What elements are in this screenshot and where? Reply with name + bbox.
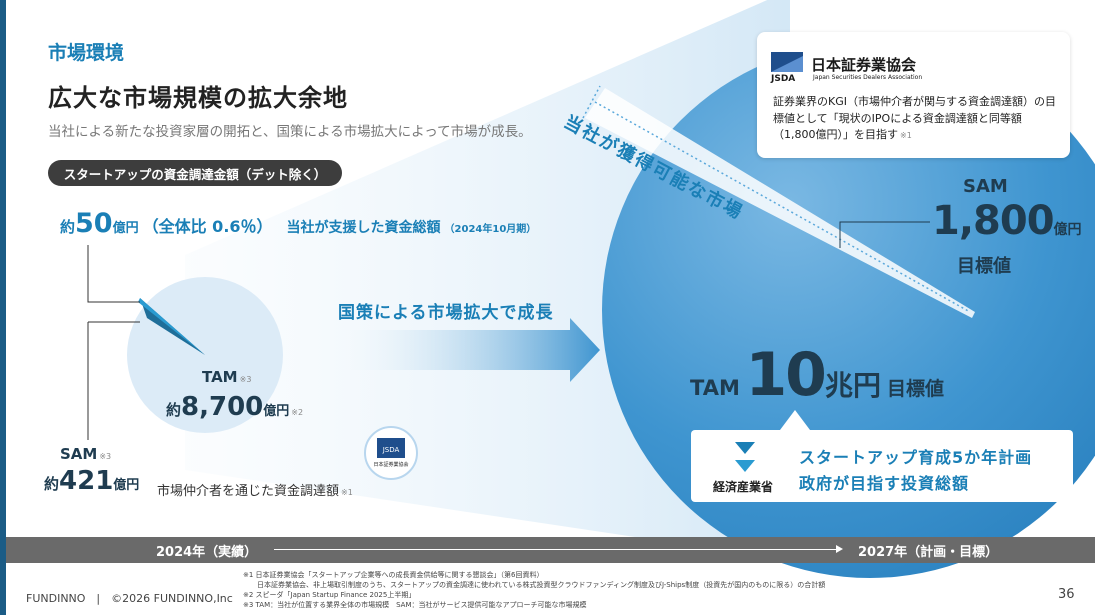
supported-share: （全体比 0.6％）	[142, 217, 273, 236]
sam-left-unit: 億円	[113, 478, 140, 493]
page-number: 36	[1058, 587, 1075, 602]
tam-left-label-text: TAM	[202, 368, 238, 386]
supported-amount: 約50億円（全体比 0.6％） 当社が支援した資金総額（2024年10月期）	[60, 208, 536, 239]
tam-right-unit: 兆円	[824, 369, 881, 402]
meti-logo-icon	[735, 442, 755, 472]
tam-left-unit: 億円	[263, 404, 290, 419]
sam-left-label: SAM※3	[60, 445, 111, 463]
jsda-note: ※1	[900, 131, 912, 140]
jsda-text: 証券業界のKGI（市場仲介者が関与する資金調達額）の目標値として「現状のIPOに…	[773, 94, 1063, 144]
svg-text:JSDA: JSDA	[382, 446, 400, 454]
timeline-arrow	[274, 549, 840, 550]
jsda-card: JSDA 日本証券業協会 Japan Securities Dealers As…	[757, 32, 1070, 158]
timeline-start: 2024年（実績）	[156, 545, 258, 560]
jsda-logo-icon	[771, 52, 803, 72]
tam-left-value: 約8,700億円※2	[166, 392, 303, 422]
footer-note: ※3 TAM：当社が位置する業界全体の市場規模 SAM：当社がサービス提供可能な…	[243, 601, 587, 610]
sam-left-prefix: 約	[44, 475, 60, 493]
tam-right-value: TAM 10兆円目標値	[690, 340, 944, 410]
tam-right-number: 10	[745, 340, 826, 410]
obtainable-market-beam	[585, 88, 975, 318]
timeline-end: 2027年（計画・目標）	[858, 545, 999, 560]
tam-left-note: ※3	[239, 375, 252, 384]
section-label: 市場環境	[48, 42, 125, 64]
meti-line2: 政府が目指す投資総額	[799, 474, 970, 493]
footer-note: 日本証券業協会、非上場取引制度のうち、スタートアップの資金調達に使われている株式…	[243, 581, 826, 590]
sam-left-description-text: 市場仲介者を通じた資金調達額	[157, 484, 340, 499]
footer-brand: FUNDINNO | ©2026 FUNDINNO,Inc	[26, 592, 233, 605]
footer-note: ※1 日本証券業協会「スタートアップ企業等への成長資金供給等に関する懇談会」（第…	[243, 571, 544, 579]
sam-right-label: SAM	[963, 176, 1008, 197]
supported-description: 当社が支援した資金総額	[286, 220, 441, 236]
category-pill: スタートアップの資金調達金額（デット除く）	[48, 160, 342, 186]
sam-right-number: 1,800	[932, 198, 1055, 244]
meti-card: 経済産業省 スタートアップ育成5か年計画 政府が目指す投資総額	[691, 430, 1073, 502]
footer-note: ※2 スピーダ「Japan Startup Finance 2025上半期」	[243, 591, 416, 600]
jsda-name: 日本証券業協会	[811, 56, 917, 74]
page-title: 広大な市場規模の拡大余地	[48, 84, 348, 112]
jsda-abbr: JSDA	[771, 74, 796, 84]
tam-left-number: 8,700	[181, 392, 264, 422]
growth-text: 国策による市場拡大で成長	[338, 303, 554, 323]
supported-unit: 億円	[112, 221, 139, 236]
sam-left-number: 421	[59, 466, 114, 496]
tam-right-label: TAM	[690, 376, 740, 400]
footer-notes: ※1 日本証券業協会「スタートアップ企業等への成長資金供給等に関する懇談会」（第…	[243, 570, 943, 611]
tam-left-label: TAM※3	[202, 368, 251, 386]
tam-left-value-note: ※2	[291, 408, 304, 417]
jsda-small-badge-text: 日本証券業協会	[373, 461, 408, 468]
sam-left-label-text: SAM	[60, 445, 98, 463]
sam-left-value: 約421億円	[44, 466, 139, 496]
sam-right-target: 目標値	[957, 256, 1011, 277]
growth-arrow	[325, 318, 600, 382]
sam-left-description: 市場仲介者を通じた資金調達額※1	[157, 480, 353, 499]
meti-line1: スタートアップ育成5か年計画	[799, 448, 1033, 467]
supported-period: （2024年10月期）	[444, 224, 537, 235]
tam-left-prefix: 約	[166, 401, 182, 419]
sam-left-note: ※3	[99, 452, 112, 461]
meti-name: 経済産業省	[713, 480, 774, 494]
timeline-bar: 2024年（実績） 2027年（計画・目標）	[6, 537, 1095, 563]
timeline-arrowhead-icon	[836, 545, 843, 553]
supported-prefix: 約	[60, 218, 76, 236]
sam-right-value: 1,800億円	[932, 198, 1082, 244]
tam-right-target: 目標値	[886, 378, 944, 400]
jsda-name-en: Japan Securities Dealers Association	[813, 74, 923, 81]
sam-right-unit: 億円	[1053, 222, 1082, 238]
sam-right-connector	[839, 221, 930, 248]
page-subtitle: 当社による新たな投資家層の開拓と、国策による市場拡大によって市場が成長。	[48, 124, 532, 140]
sam-left-desc-note: ※1	[341, 488, 353, 497]
jsda-text-body: 証券業界のKGI（市場仲介者が関与する資金調達額）の目標値として「現状のIPOに…	[773, 95, 1056, 141]
supported-value: 50	[75, 208, 113, 239]
left-stripe	[0, 0, 6, 615]
supported-connector	[87, 245, 140, 303]
